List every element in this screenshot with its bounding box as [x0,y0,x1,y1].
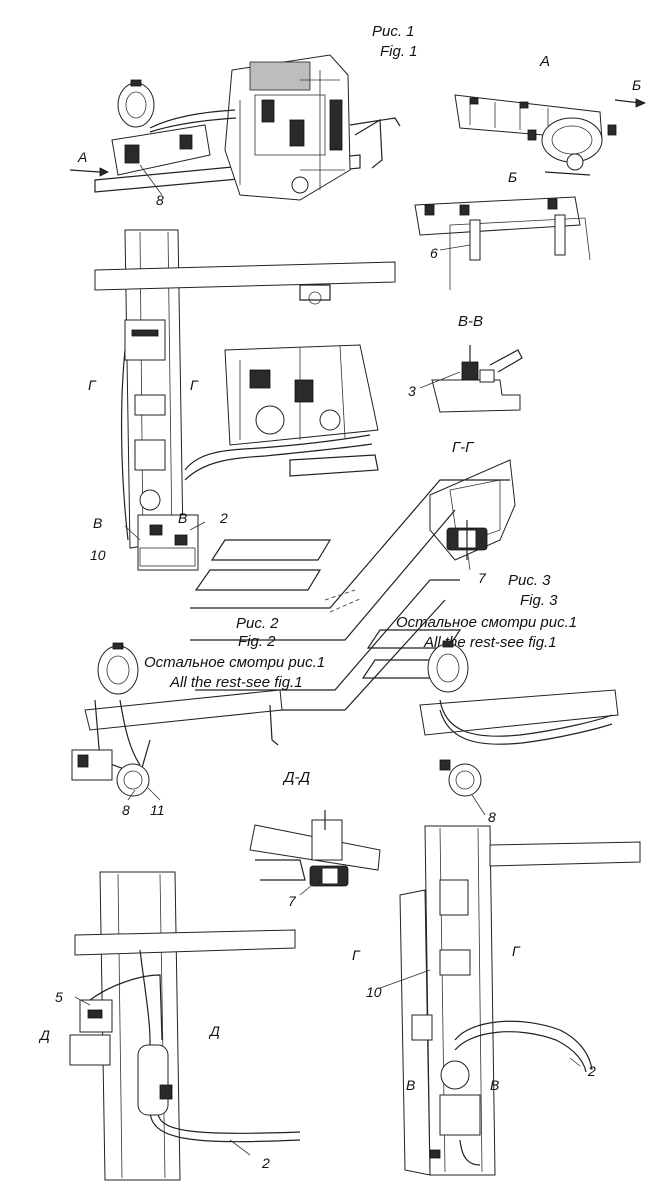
fig1-caption-ru: Рис. 1 [372,23,415,40]
fig1-caption-en: Fig. 1 [380,43,418,60]
callout-8-fig1: 8 [156,192,164,208]
view-gg-detail [429,459,516,571]
section-d-left: Д [38,1027,50,1043]
view-a-title: А [539,53,550,70]
fig3-frame-plan [379,825,641,1176]
section-g-left3: Г [352,947,361,963]
section-g-right: Г [190,377,199,393]
view-b-title: Б [508,169,517,185]
section-g-left: Г [88,377,97,393]
fig2-note-ru: Остальное смотри рис.1 [144,654,325,671]
section-v-left3: В [406,1077,415,1093]
view-a-arrow-label: А [77,149,87,165]
fig1-engine-detail [224,344,379,477]
callout-11: 11 [150,802,165,818]
section-v-left: В [93,515,102,531]
callout-8-fig3: 8 [488,809,496,825]
fig3-note-ru: Остальное смотри рис.1 [396,614,577,631]
view-b-bracket [414,196,591,290]
callout-5: 5 [55,989,63,1005]
fig2-frame-plan [69,871,301,1181]
view-b-arrow-label: Б [632,77,641,93]
fig2-caption-en: Fig. 2 [238,633,276,650]
callout-7-dd: 7 [288,893,297,909]
callout-10-fig3: 10 [366,984,382,1000]
view-gg-title: Г-Г [452,439,475,456]
callout-7-gg: 7 [478,570,487,586]
callout-2-fig1: 2 [219,510,228,526]
fig1-frame-plan [94,229,396,571]
fig3-side-assembly [419,640,619,816]
fig1-engine-assembly [69,54,401,201]
callout-10-fig1: 10 [90,547,106,563]
view-vv-detail [419,345,523,413]
fig2-caption-ru: Рис. 2 [236,615,279,632]
section-g-right3: Г [512,943,521,959]
callout-2-fig3: 2 [587,1063,596,1079]
section-d-right: Д [208,1023,220,1039]
fig3-caption-ru: Рис. 3 [508,572,551,589]
section-v-right3: В [490,1077,499,1093]
view-vv-title: В-В [458,313,483,330]
fig3-caption-en: Fig. 3 [520,592,558,609]
section-v-right: В [178,510,187,526]
fig2-side-assembly [71,642,283,801]
callout-8-fig2: 8 [122,802,130,818]
callout-2-fig2: 2 [261,1155,270,1171]
callout-6: 6 [430,245,438,261]
view-dd-title: Д-Д [282,769,311,786]
view-dd-detail [249,810,381,896]
fig2-note-en: All the rest-see fig.1 [169,674,303,691]
view-a-bracket [454,94,646,176]
callout-3: 3 [408,383,416,399]
